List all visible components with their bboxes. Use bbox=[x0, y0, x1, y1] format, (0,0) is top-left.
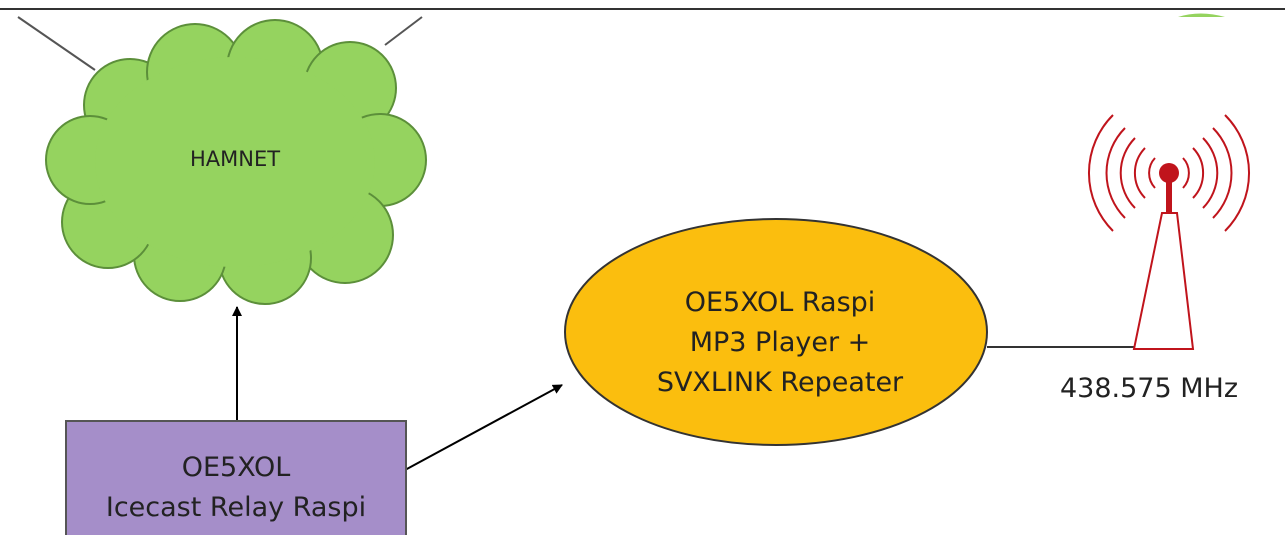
player-label-line-1: OE5XOL Raspi bbox=[684, 287, 876, 318]
partial-green-shape bbox=[1178, 13, 1225, 17]
relay-node-label: OE5XOL Icecast Relay Raspi bbox=[66, 448, 406, 528]
frequency-label: 438.575 MHz bbox=[1060, 373, 1239, 404]
relay-label-line-1: OE5XOL bbox=[181, 452, 291, 483]
relay-label-line-2: Icecast Relay Raspi bbox=[105, 492, 367, 523]
player-ellipse bbox=[564, 218, 988, 446]
link-line-right bbox=[384, 16, 423, 46]
player-label-line-2: MP3 Player + bbox=[689, 327, 871, 358]
hamnet-label: HAMNET bbox=[189, 147, 281, 171]
player-node-label: OE5XOL Raspi MP3 Player + SVXLINK Repeat… bbox=[580, 283, 980, 403]
link-line-left bbox=[17, 16, 96, 71]
antenna-icon bbox=[1087, 114, 1251, 350]
arrow-relay-to-player bbox=[404, 384, 563, 471]
relay-box bbox=[65, 420, 407, 535]
player-label-line-3: SVXLINK Repeater bbox=[656, 367, 904, 398]
hamnet-cloud bbox=[45, 19, 427, 305]
